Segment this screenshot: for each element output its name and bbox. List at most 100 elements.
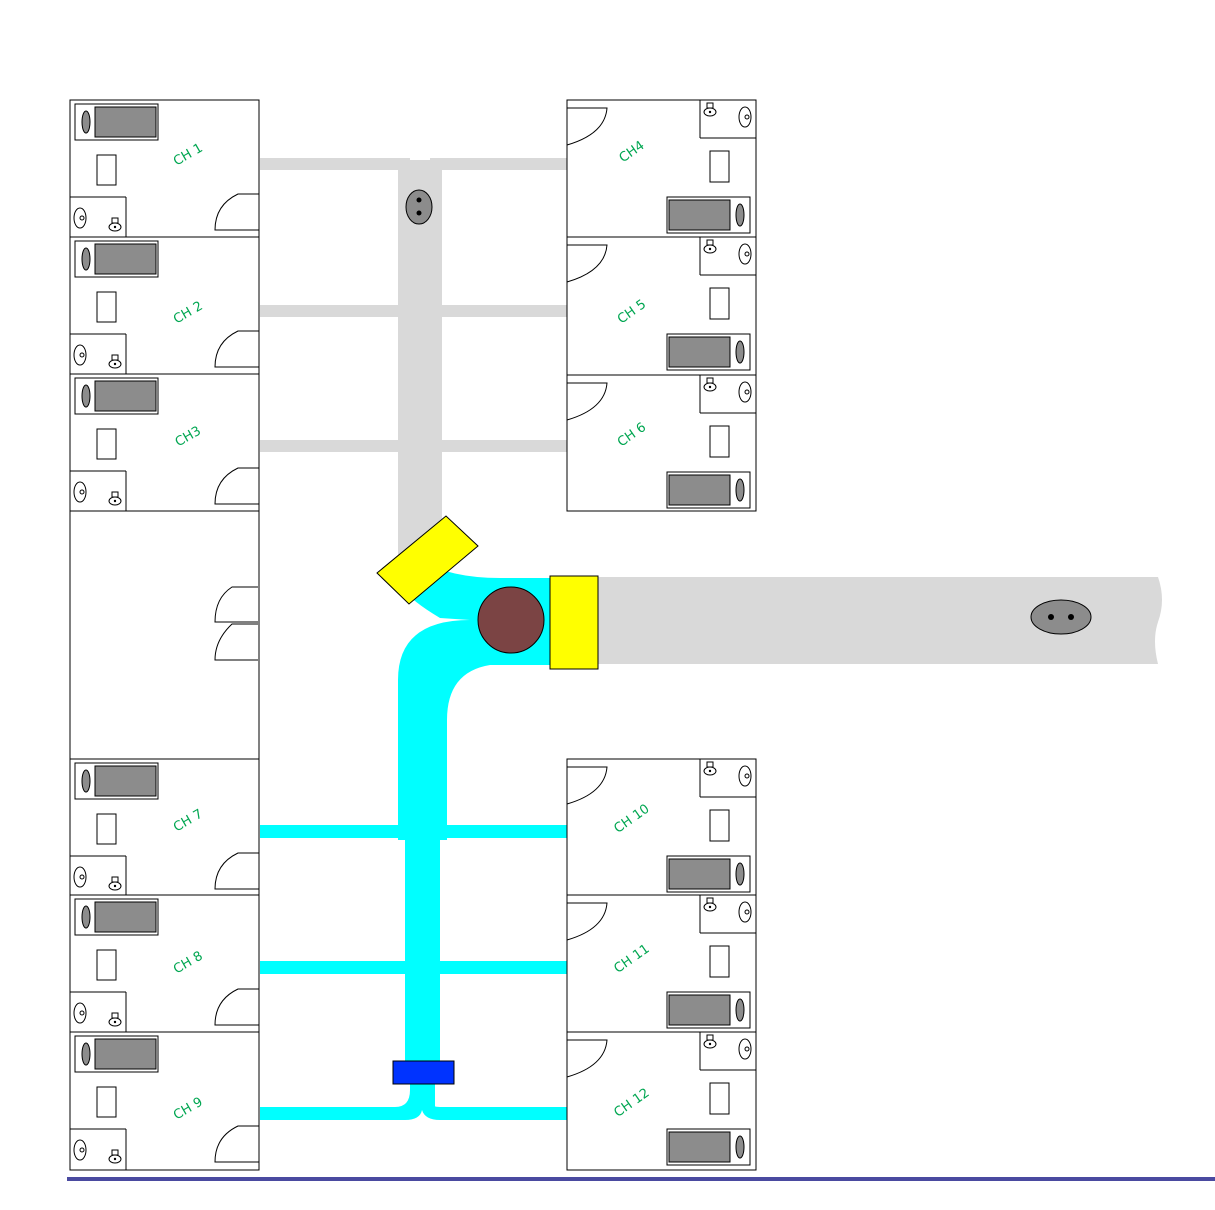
toilet-icon: [108, 1149, 122, 1164]
toilet-dot: [113, 1157, 117, 1161]
bottom-rule: [67, 1177, 1215, 1181]
sink-drain: [79, 489, 85, 495]
sink-basin: [738, 106, 752, 128]
pillow: [735, 340, 745, 364]
toilet-dot: [113, 884, 117, 888]
toilet-dot: [113, 362, 117, 366]
sink-icon: [73, 866, 87, 888]
toilet-tank: [706, 102, 714, 109]
bed-mattress: [94, 1038, 157, 1070]
pillow: [735, 478, 745, 502]
cyan-corridor-lower: [405, 835, 440, 1065]
bed-mattress: [668, 858, 731, 890]
toilet-icon: [703, 102, 717, 117]
vehicle-body: [405, 189, 433, 225]
pillow: [81, 769, 91, 793]
cyan-branch-ch7: [260, 825, 567, 838]
robot-vehicle-icon: [1030, 599, 1092, 635]
toilet-dot: [708, 110, 712, 114]
door-swing: [566, 382, 608, 421]
room-ch4: CH4: [566, 99, 757, 238]
gray-corridor-main: [398, 160, 442, 580]
toilet-icon: [703, 897, 717, 912]
nightstand: [709, 287, 730, 320]
room-label: CH 10: [611, 802, 652, 837]
room-wall: [566, 1031, 757, 1171]
toilet-tank: [706, 897, 714, 904]
room-wall: [566, 374, 757, 512]
sink-basin: [73, 1139, 87, 1161]
room-wall: [69, 1031, 260, 1171]
toilet-tank: [706, 239, 714, 246]
vehicle-dot: [416, 197, 422, 203]
door-swing: [566, 766, 608, 805]
sink-basin: [73, 207, 87, 229]
lobby-door-lower: [214, 623, 258, 661]
vehicle-dot: [1048, 614, 1054, 620]
sink-icon: [73, 481, 87, 503]
sink-icon: [738, 1038, 752, 1060]
door-swing: [214, 988, 259, 1026]
sink-icon: [73, 344, 87, 366]
pillow: [81, 905, 91, 929]
sink-drain: [79, 215, 85, 221]
nightstand: [96, 949, 117, 981]
door-swing: [214, 467, 259, 505]
bed-mattress: [94, 901, 157, 933]
sink-icon: [73, 1139, 87, 1161]
room-label: CH 12: [611, 1086, 652, 1121]
room-label: CH4: [617, 138, 648, 166]
room-label: CH 2: [171, 299, 206, 328]
sink-basin: [73, 344, 87, 366]
bed-frame: [666, 991, 751, 1029]
toilet-dot: [708, 385, 712, 389]
room-ch11: CH 11: [566, 894, 757, 1033]
cyan-corridor-main: [398, 700, 447, 840]
toilet-tank: [706, 1034, 714, 1041]
lobby-block: [69, 510, 260, 760]
toilet-tank: [111, 1012, 119, 1019]
sink-basin: [738, 243, 752, 265]
toilet-tank: [706, 761, 714, 768]
bed-mattress: [668, 199, 731, 231]
toilet-tank: [706, 377, 714, 384]
toilet-icon: [703, 377, 717, 392]
room-label: CH3: [173, 424, 204, 451]
nightstand: [709, 809, 730, 842]
bed-frame: [74, 103, 159, 141]
lobby-door-upper: [214, 586, 258, 623]
room-label: CH 6: [615, 420, 649, 450]
toilet-icon: [703, 1034, 717, 1049]
room-ch9: CH 9: [69, 1031, 260, 1171]
nightstand: [96, 813, 117, 845]
bed-frame: [74, 1035, 159, 1073]
sink-drain: [744, 909, 750, 915]
door-swing: [566, 1039, 608, 1078]
sink-drain: [744, 389, 750, 395]
bed-frame: [666, 333, 751, 371]
cyan-branch-ch9: [260, 1090, 567, 1120]
gray-corridor-network: [260, 158, 1162, 664]
room-label: CH 9: [171, 1095, 206, 1124]
door-swing: [214, 852, 259, 890]
toilet-dot: [708, 247, 712, 251]
nightstand: [96, 1086, 117, 1118]
bed-mattress: [94, 243, 157, 275]
sink-drain: [79, 1010, 85, 1016]
sink-drain: [744, 251, 750, 257]
sink-icon: [738, 765, 752, 787]
room-ch2: CH 2: [69, 236, 260, 375]
nightstand: [709, 1082, 730, 1115]
room-ch1: CH 1: [69, 99, 260, 238]
gray-branch-ch4: [430, 158, 567, 170]
bed-frame: [666, 1128, 751, 1166]
room-label: CH 1: [171, 141, 206, 170]
sink-icon: [738, 106, 752, 128]
toilet-dot: [708, 905, 712, 909]
room-ch3: CH3: [69, 373, 260, 512]
door-swing: [566, 902, 608, 941]
bed-frame: [666, 471, 751, 509]
sink-basin: [738, 765, 752, 787]
sink-drain: [744, 773, 750, 779]
sink-drain: [744, 1046, 750, 1052]
